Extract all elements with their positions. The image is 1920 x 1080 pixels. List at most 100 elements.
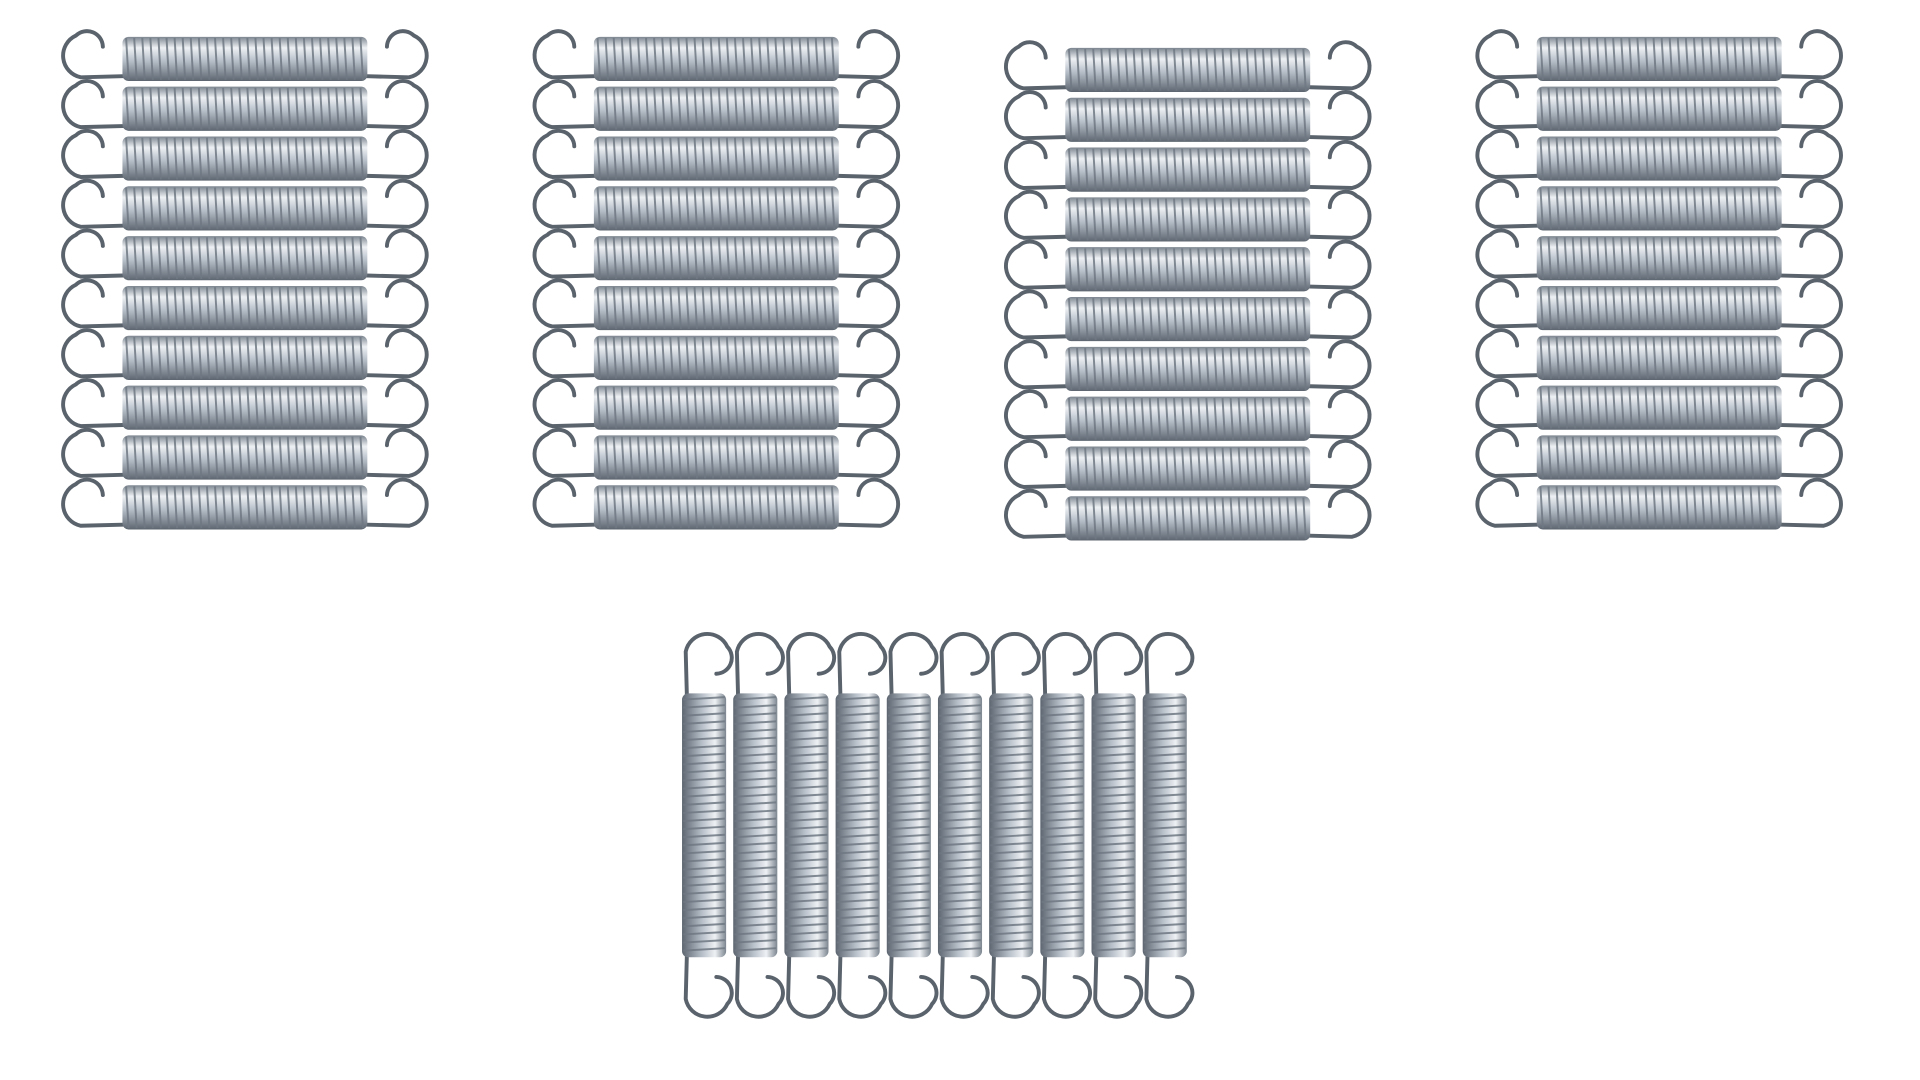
coil-lines (1539, 87, 1779, 130)
spring-horizontal (1475, 178, 1843, 231)
hook-right (888, 950, 939, 1019)
coil-lines (1068, 397, 1307, 440)
spring-horizontal (1004, 40, 1372, 93)
hook-right (1303, 438, 1372, 489)
coil-lines (1068, 148, 1307, 191)
hook-right (1303, 90, 1372, 141)
spring-horizontal (61, 178, 429, 231)
hook-left (61, 477, 130, 528)
spring-vertical (733, 631, 785, 1019)
spring-horizontal (1475, 427, 1843, 480)
coil-lines (734, 696, 777, 952)
coil-lines (1539, 486, 1779, 529)
spring-vertical (1142, 631, 1195, 1019)
spring-horizontal (1004, 438, 1372, 491)
hook-left (532, 278, 601, 329)
spring-horizontal (1475, 228, 1843, 281)
spring-horizontal (61, 477, 429, 530)
coil-lines (1068, 447, 1307, 490)
hook-right (837, 950, 888, 1019)
hook-left (61, 377, 130, 429)
coil-lines (125, 87, 364, 130)
hook-left (1475, 178, 1544, 229)
hook-right (360, 228, 429, 279)
hook-right (734, 950, 785, 1019)
coil-lines (836, 696, 879, 952)
hook-right (360, 377, 429, 429)
spring-vertical (989, 631, 1041, 1019)
hook-left (61, 79, 130, 130)
hook-left (61, 328, 130, 379)
hook-right (1093, 950, 1144, 1019)
hook-left (786, 631, 837, 701)
coil-lines (1068, 98, 1307, 141)
hook-left (61, 128, 130, 179)
hook-right (1774, 79, 1843, 130)
hook-left (683, 631, 734, 701)
coil-lines (125, 336, 364, 379)
spring-horizontal (61, 328, 429, 380)
hook-left (532, 328, 601, 379)
hook-left (532, 427, 601, 478)
hook-right (831, 427, 901, 478)
hook-left (939, 631, 990, 701)
hook-right (1303, 189, 1372, 240)
spring-horizontal (1004, 289, 1372, 342)
hook-left (1004, 438, 1073, 489)
spring-horizontal (1475, 278, 1843, 331)
spring-horizontal (532, 29, 901, 81)
coil-lines (596, 37, 836, 80)
coil-lines (683, 696, 725, 952)
spring-horizontal (1475, 29, 1843, 81)
spring-horizontal (1004, 90, 1372, 142)
spring-horizontal (1004, 139, 1372, 192)
hook-left (1004, 339, 1073, 390)
hook-left (1004, 189, 1073, 240)
hook-left (61, 427, 130, 478)
spring-horizontal (1004, 488, 1372, 541)
hook-left (990, 631, 1041, 701)
spring-horizontal (61, 278, 429, 331)
hook-right (360, 477, 429, 528)
hook-left (1475, 228, 1544, 279)
coil-lines (596, 486, 836, 529)
spring-vertical (886, 631, 939, 1019)
hook-right (360, 128, 429, 179)
hook-right (360, 278, 429, 329)
hook-right (1774, 228, 1843, 279)
hook-right (831, 178, 901, 229)
hook-right (1303, 239, 1372, 290)
spring-horizontal (1004, 389, 1372, 441)
coil-lines (125, 187, 364, 230)
spring-horizontal (1004, 339, 1372, 392)
coil-lines (887, 696, 930, 952)
spring-horizontal (61, 128, 429, 181)
coil-lines (1068, 298, 1307, 341)
hook-left (1004, 90, 1073, 141)
hook-left (1144, 631, 1195, 701)
coil-lines (1068, 49, 1307, 91)
coil-lines (125, 486, 364, 529)
coil-lines (1041, 696, 1084, 952)
spring-horizontal (1475, 377, 1843, 430)
hook-right (1303, 139, 1372, 190)
coil-lines (1539, 237, 1779, 280)
hook-right (1774, 377, 1843, 429)
hook-right (831, 377, 901, 429)
hook-right (1774, 128, 1843, 179)
hook-right (1303, 389, 1372, 440)
coil-lines (785, 696, 828, 952)
coil-lines (1143, 696, 1186, 952)
spring-vertical (682, 631, 734, 1019)
hook-left (1475, 79, 1544, 130)
spring-horizontal (61, 29, 429, 81)
hook-left (532, 178, 601, 229)
hook-right (831, 328, 901, 379)
coil-lines (596, 287, 836, 329)
hook-left (532, 377, 601, 429)
hook-right (831, 128, 901, 179)
spring-vertical (1091, 631, 1144, 1019)
spring-vertical (784, 631, 837, 1019)
